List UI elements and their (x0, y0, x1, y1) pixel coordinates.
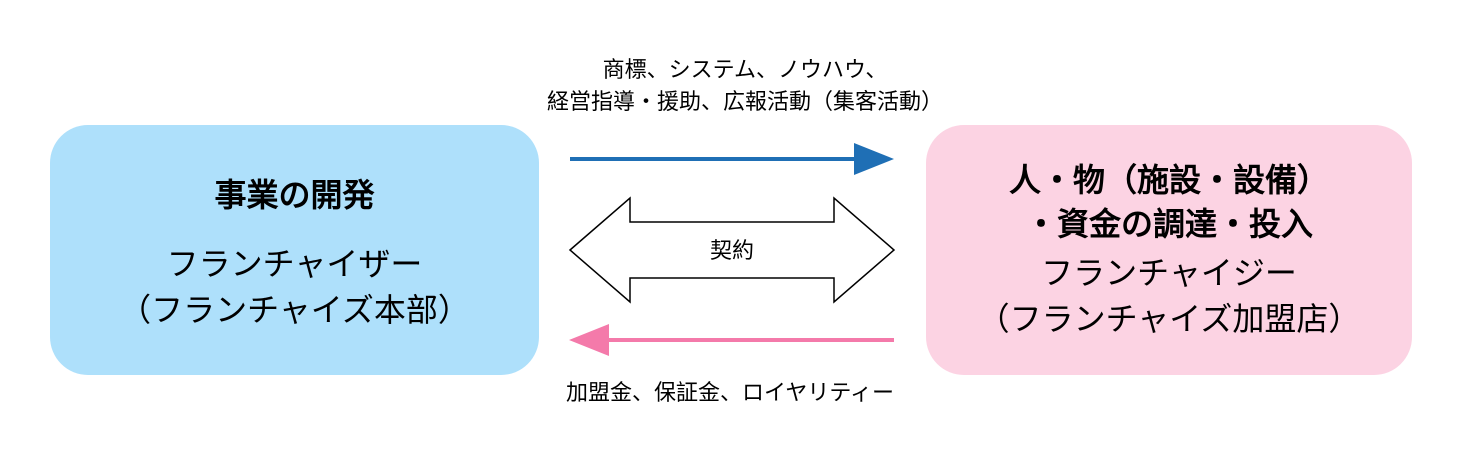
franchisor-role-line2: （フランチャイズ本部） (119, 291, 470, 329)
payment-arrow (569, 324, 894, 356)
provision-label-line1: 商標、システム、ノウハウ、 (602, 58, 888, 83)
contract-label: 契約 (710, 239, 754, 264)
payment-label: 加盟金、保証金、ロイヤリティー (565, 381, 895, 406)
provision-label-line2: 経営指導・援助、広報活動（集客活動） (546, 90, 943, 115)
franchisee-role-line2: （フランチャイズ加盟店） (977, 300, 1361, 338)
franchisor-title: 事業の開発 (214, 176, 375, 214)
franchisee-role-line1: フランチャイジー (1041, 254, 1297, 292)
franchisee-title-line2: ・資金の調達・投入 (1024, 205, 1313, 243)
contract-arrow: 契約 (568, 196, 896, 304)
provision-arrow (570, 143, 894, 175)
franchisee-box: 人・物（施設・設備） ・資金の調達・投入 フランチャイジー （フランチャイズ加盟… (926, 125, 1412, 375)
franchisor-role-line1: フランチャイザー (166, 245, 423, 283)
franchisee-title-line1: 人・物（施設・設備） (1008, 161, 1329, 199)
franchisor-box: 事業の開発 フランチャイザー （フランチャイズ本部） (50, 125, 539, 375)
provision-label: 商標、システム、ノウハウ、 経営指導・援助、広報活動（集客活動） (480, 55, 1010, 119)
franchisee-role: フランチャイジー （フランチャイズ加盟店） (978, 250, 1361, 342)
